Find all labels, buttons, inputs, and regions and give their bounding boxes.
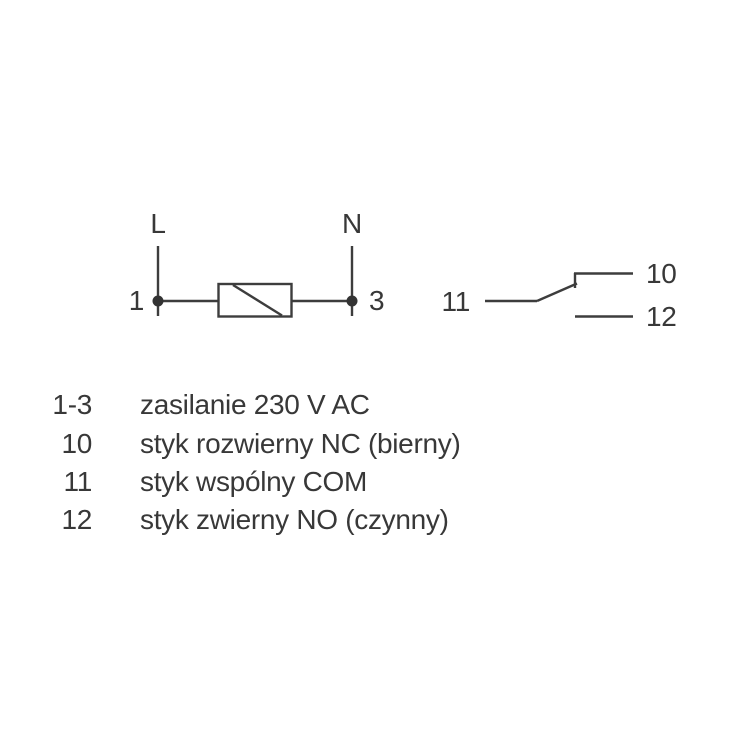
junction-dot-terminal3 — [346, 295, 358, 307]
phase-label: L — [150, 208, 166, 239]
switch-armature — [536, 282, 578, 303]
neutral-label: N — [342, 208, 362, 239]
terminal-3-label: 3 — [369, 285, 385, 316]
legend-row-10: 10 styk rozwierny NC (bierny) — [32, 424, 460, 462]
legend-terminals: 12 — [61, 504, 92, 536]
terminal-11-label: 11 — [441, 286, 471, 317]
legend-description: styk rozwierny NC (bierny) — [140, 427, 461, 459]
legend-row-12: 12 styk zwierny NO (czynny) — [32, 501, 460, 539]
legend-description: zasilanie 230 V AC — [140, 389, 370, 421]
legend-terminals: 10 — [61, 427, 92, 459]
relay-coil-symbol — [217, 282, 293, 318]
terminal-legend: 1-3 zasilanie 230 V AC 10 styk rozwierny… — [32, 386, 460, 540]
legend-description: styk wspólny COM — [140, 465, 368, 497]
legend-row-1-3: 1-3 zasilanie 230 V AC — [32, 386, 460, 424]
terminal-10-label: 10 — [646, 258, 677, 289]
terminal-1-label: 1 — [128, 285, 145, 316]
legend-terminals: 1-3 — [52, 389, 92, 421]
terminal-12-label: 12 — [646, 301, 677, 332]
legend-terminals: 11 — [63, 465, 93, 497]
relay-coil-diagonal — [232, 283, 283, 317]
legend-row-11: 11 styk wspólny COM — [32, 463, 460, 501]
junction-dot-terminal1 — [152, 295, 164, 307]
legend-description: styk zwierny NO (czynny) — [140, 504, 449, 536]
